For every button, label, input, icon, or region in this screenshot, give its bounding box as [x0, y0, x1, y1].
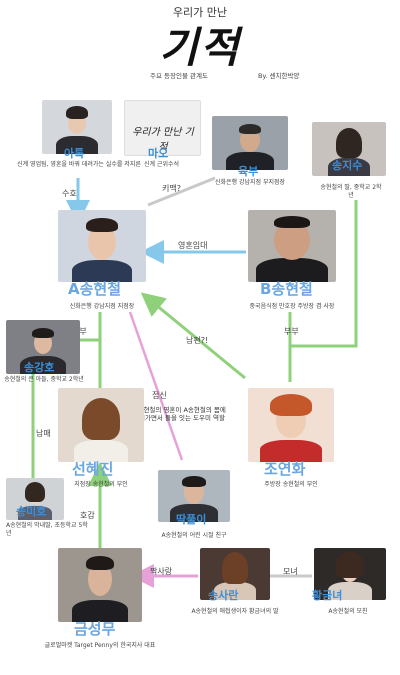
ttakpuli-photo: [158, 470, 230, 522]
label-hogam: 호감: [80, 511, 95, 520]
songsaran-name: 송사란: [208, 589, 239, 602]
header-subtitle: 우리가 만난: [172, 6, 228, 19]
ttakpuli-desc: A송현철의 어린 시절 친구: [161, 532, 227, 539]
label-namme: 남매: [36, 429, 51, 438]
yukbu-desc: 신화은행 강남지점 부지점장: [214, 179, 286, 186]
line-bubu-b: [290, 200, 358, 348]
joyeonhwa-photo: [248, 388, 334, 462]
songgangho-desc: 송현철의 큰 아들, 중학교 2학년: [4, 376, 84, 383]
songjisu-name: 송지수: [332, 159, 363, 172]
joyeonhwa-desc: 주방장 송현철의 부인: [264, 481, 318, 488]
mao-poster: 우리가 만난 기적: [124, 100, 201, 156]
label-bubu-b: 부부: [284, 327, 299, 336]
geumseongmu-name: 금성무: [74, 620, 116, 638]
line-jeopsin: [128, 311, 184, 461]
a-songhyeoncheol-desc: 신화은행 강남지점 지점장: [69, 303, 135, 310]
hwanggeumnyeo-name: 황금녀: [312, 589, 343, 602]
yukbu-photo: [212, 116, 288, 170]
label-kimaek: 키맥?: [162, 184, 181, 193]
label-husband: 남편?!: [186, 336, 209, 345]
songmiho-name: 송미호: [16, 505, 47, 518]
label-soul-rental: 영혼임대: [178, 241, 208, 250]
songgangho-photo: [6, 320, 80, 374]
yukbu-name: 육부: [238, 165, 259, 178]
hwanggeumnyeo-desc: A송현철의 모친: [328, 608, 368, 615]
label-jjaksarang: 짝사랑: [150, 567, 173, 576]
seonhyejin-desc: 지점장 송현철의 부인: [74, 481, 128, 488]
hwanggeumnyeo-photo: [314, 548, 386, 600]
seonhyejin-photo: [58, 388, 144, 462]
line-kimaek: [147, 176, 216, 207]
ttakpuli-name: 딱풀이: [176, 513, 207, 526]
a-songhyeoncheol-name: A송현철: [68, 280, 122, 298]
joyeonhwa-name: 조연화: [264, 460, 306, 478]
songsaran-desc: A송현철의 애첩생이자 황금녀의 딸: [191, 608, 279, 615]
b-songhyeoncheol-desc: 중국음식점 만호장 주방장 겸 사장: [249, 303, 335, 310]
header-description: 주요 등장인물 관계도: [150, 72, 208, 80]
header-title: 기적: [159, 23, 241, 72]
b-songhyeoncheol-name: B송현철: [260, 280, 313, 298]
header-credit: By. 센치한박양: [258, 72, 300, 80]
geumseongmu-desc: 글로벌마켓 Target Penny의 한국지사 대표: [44, 642, 156, 649]
a-songhyeoncheol-photo: [58, 210, 146, 282]
geumseongmu-photo: [58, 548, 142, 622]
songmiho-photo: [6, 478, 64, 520]
songgangho-name: 송강호: [24, 361, 55, 374]
seonhyejin-name: 선혜진: [72, 460, 114, 478]
label-suho: 수호: [62, 189, 77, 198]
atok-desc: 신계 영업팀, 영혼을 바꿔 데려가는 실수를 저지른: [17, 161, 141, 168]
b-songhyeoncheol-photo: [248, 210, 336, 282]
atok-name: 아톡: [64, 147, 85, 160]
mao-name: 마오: [148, 147, 169, 160]
songsaran-photo: [200, 548, 270, 600]
jeopsin-note: B송현철의 영혼이 A송현철의 몸에 들어가면서 둘을 잇는 도우미 역할: [133, 406, 226, 423]
songmiho-desc: A송현철의 막내딸, 초등학교 5학년: [6, 522, 88, 538]
songjisu-photo: [312, 122, 386, 176]
songjisu-desc: 송현철의 딸, 중학교 2학년: [320, 184, 382, 200]
mao-desc: 신계 근위수석: [143, 161, 180, 168]
line-husband: [140, 292, 246, 380]
mao-poster-text: 우리가 만난 기적: [132, 127, 194, 153]
label-monyeo: 모녀: [283, 567, 298, 576]
label-jeopsin: 접신: [152, 391, 167, 400]
atok-photo: [42, 100, 112, 154]
